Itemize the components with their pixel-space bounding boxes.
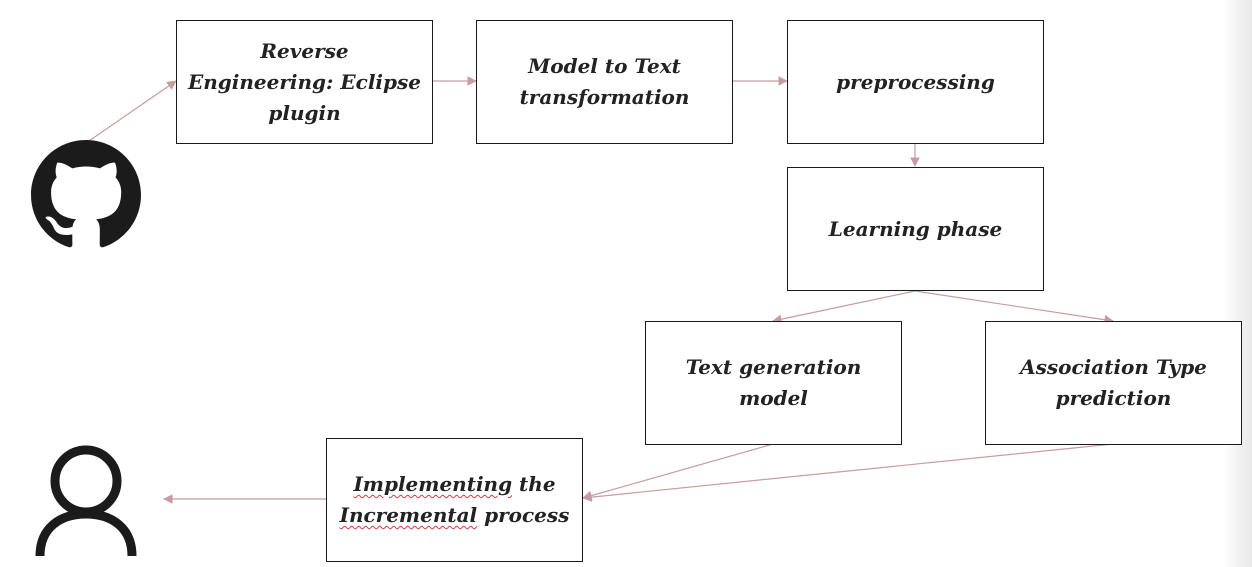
reverse-engineering-box: Reverse Engineering: Eclipse plugin xyxy=(176,20,433,144)
arrow-text-generation-to-implementing xyxy=(582,443,774,501)
incremental-word: Incremental xyxy=(339,503,478,527)
github-icon xyxy=(31,140,141,250)
reverse-engineering-label-line2: Eclipse plugin xyxy=(268,69,421,125)
reverse-engineering-label-line1: Reverse Engineering: xyxy=(188,38,349,94)
model-to-text-label-line2: transformation xyxy=(519,85,690,109)
implementing-word: Implementing xyxy=(353,472,513,496)
arrow-learning-phase-to-association-type xyxy=(914,290,1114,325)
association-type-prediction-box: Association Type prediction xyxy=(985,321,1242,445)
implementing-line2-rest: process xyxy=(477,503,570,527)
text-generation-model-label: Text generation model xyxy=(685,355,862,410)
association-type-label-line1: Association Type xyxy=(1020,355,1207,379)
implementing-label-line1: Implementing the xyxy=(353,472,555,496)
arrow-association-type-to-implementing xyxy=(582,443,1114,502)
implementing-line1-rest: the xyxy=(512,472,556,496)
preprocessing-label: preprocessing xyxy=(836,69,995,94)
learning-phase-label: Learning phase xyxy=(828,216,1003,241)
model-to-text-label-line1: Model to Text xyxy=(528,54,681,78)
page-edge-shadow xyxy=(1224,0,1252,567)
implementing-incremental-process-box: Implementing the Incremental process xyxy=(326,438,583,562)
implementing-label-line2: Incremental process xyxy=(340,503,570,527)
preprocessing-box: preprocessing xyxy=(787,20,1044,144)
user-icon xyxy=(34,444,138,557)
learning-phase-box: Learning phase xyxy=(787,167,1044,291)
arrow-learning-phase-to-text-generation xyxy=(772,290,916,324)
arrow-github-to-reverse-engineering xyxy=(85,80,177,144)
association-type-label-line2: prediction xyxy=(1055,386,1172,410)
model-to-text-box: Model to Text transformation xyxy=(476,20,733,144)
text-generation-model-box: Text generation model xyxy=(645,321,902,445)
